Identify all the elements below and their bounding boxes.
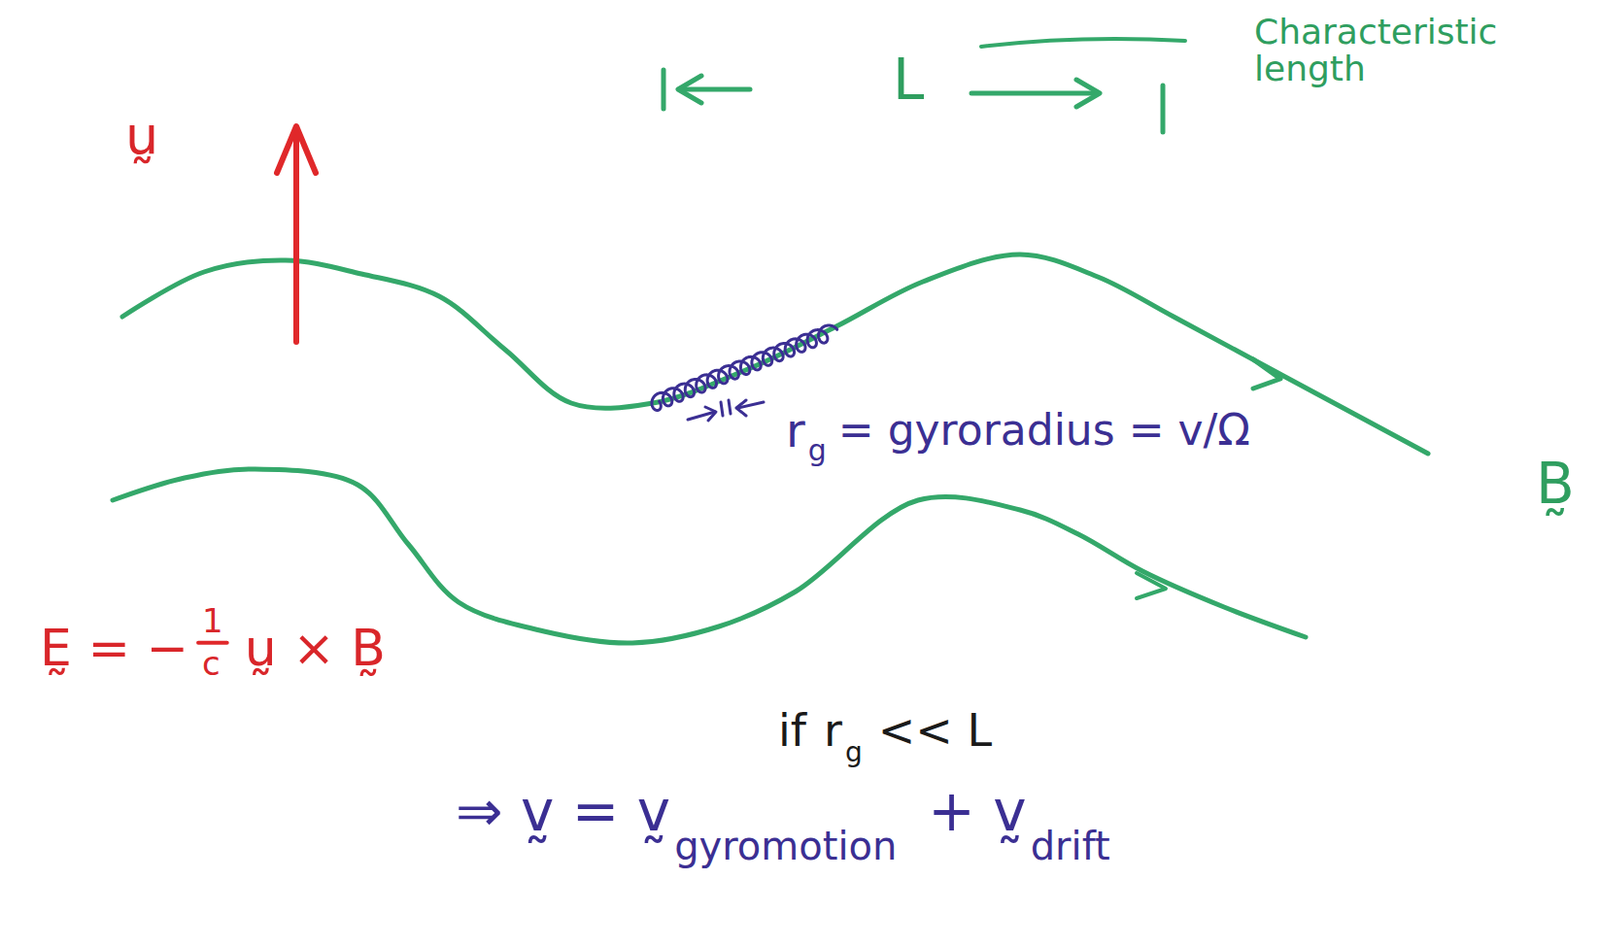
arrowhead — [1076, 79, 1100, 107]
handwritten-label: L — [891, 50, 925, 110]
handwritten-label: B̰ — [1534, 454, 1576, 514]
handwritten-label: drift — [1029, 825, 1112, 867]
arrowhead — [1253, 359, 1281, 389]
arrowhead — [678, 75, 702, 103]
handwritten-label: << L — [877, 707, 993, 754]
gyroradius-marker — [687, 400, 764, 421]
length-arrow — [971, 91, 1098, 97]
arrowhead — [1136, 573, 1166, 599]
handwritten-label: Ḛ = − — [38, 621, 190, 676]
handwritten-label: g — [807, 435, 828, 467]
handwritten-label: 1 — [201, 604, 225, 640]
handwritten-label: Characteristic length — [1253, 13, 1591, 88]
handwritten-label: r — [784, 406, 807, 455]
field-line — [122, 254, 1429, 454]
overline — [981, 38, 1186, 47]
flow-arrow — [293, 136, 300, 342]
fraction-line — [198, 641, 228, 646]
handwritten-label: ⇒ v̰ = v̰ — [454, 782, 672, 842]
handwritten-label: gyromotion — [673, 825, 898, 867]
arrowhead — [276, 126, 316, 173]
handwritten-label: g — [844, 738, 864, 767]
gyration-helix — [651, 325, 838, 411]
handwritten-label: c — [201, 646, 222, 682]
length-bar — [1160, 85, 1166, 133]
handwritten-label: = gyroradius = v/Ω — [837, 408, 1252, 453]
handwritten-label: + v̰ — [926, 782, 1027, 842]
helix-path — [651, 325, 838, 411]
length-bar — [661, 69, 667, 109]
handwritten-label: if — [777, 707, 808, 754]
fraction-bar — [198, 641, 228, 646]
handwritten-label: r — [822, 707, 844, 754]
length-arrow — [680, 87, 750, 93]
field-lines — [112, 254, 1429, 644]
handwritten-label: ṵ × B̰ — [243, 621, 387, 676]
field-line — [112, 469, 1306, 644]
handwritten-label: ṵ — [124, 108, 160, 165]
